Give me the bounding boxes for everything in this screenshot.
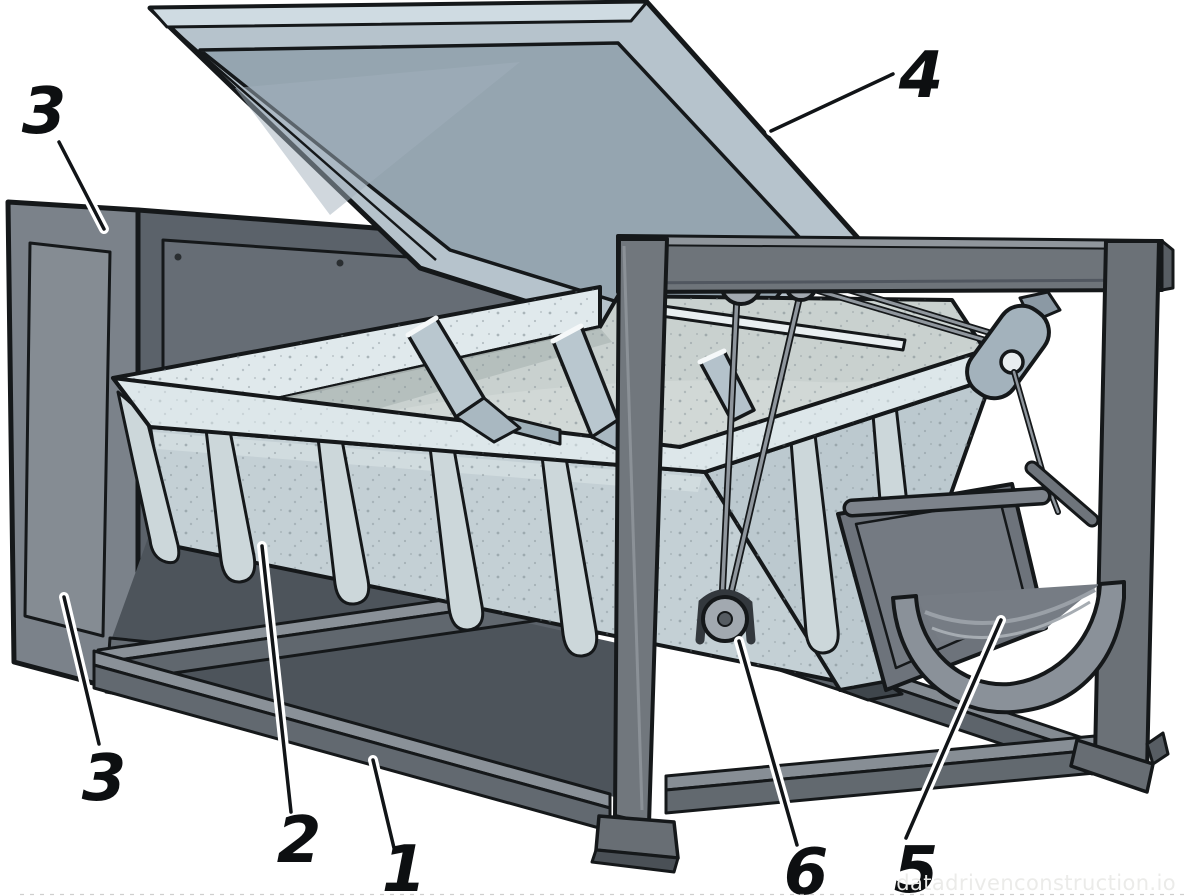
rib bbox=[428, 445, 485, 632]
leader-3-upper bbox=[54, 137, 109, 234]
leader-1 bbox=[368, 755, 399, 853]
chute-top-rod bbox=[842, 486, 1052, 518]
baffle-edge-highlight bbox=[550, 323, 584, 344]
frame-right-foot-side bbox=[1145, 731, 1170, 766]
leader-5 bbox=[901, 615, 1006, 843]
callout-2: 2 bbox=[277, 804, 322, 878]
baffle-foot bbox=[454, 396, 522, 444]
chute-channel-interior bbox=[916, 584, 1100, 642]
rib bbox=[316, 436, 371, 606]
callout-3-lower: 3 bbox=[82, 742, 127, 816]
chute-interior-streak bbox=[931, 600, 1091, 640]
frame-right-foot bbox=[1069, 738, 1155, 794]
chute-channel-rim bbox=[891, 580, 1126, 715]
rib bbox=[540, 454, 599, 658]
rib bbox=[788, 424, 840, 655]
bracket-pin-hole bbox=[999, 349, 1025, 375]
leader-6 bbox=[734, 636, 802, 850]
ground-shadow bbox=[104, 538, 652, 798]
leader-3-lower bbox=[59, 592, 104, 749]
baffle-edge-highlight bbox=[405, 315, 439, 338]
lid-edge-line bbox=[175, 31, 437, 261]
cable-left-vertical bbox=[718, 292, 741, 604]
frame-left-foot-base bbox=[590, 848, 680, 874]
leader-4 bbox=[766, 69, 898, 136]
lower-pulley-block bbox=[695, 589, 756, 645]
callout-6: 6 bbox=[784, 836, 829, 896]
support-frame bbox=[590, 234, 1175, 874]
baffle-edge-highlight bbox=[697, 348, 727, 365]
cabinet-side-panel bbox=[23, 241, 112, 638]
callout-4: 4 bbox=[898, 39, 944, 113]
frame-left-post-highlight bbox=[622, 245, 644, 811]
cable-to-bracket-lower bbox=[808, 285, 992, 345]
pivot-bracket bbox=[965, 290, 1062, 401]
callout-1: 1 bbox=[382, 833, 427, 896]
callout-5: 5 bbox=[894, 834, 939, 896]
release-lever bbox=[1024, 460, 1100, 528]
screw-hole-icon bbox=[336, 259, 344, 267]
frame-bar-shadow-line bbox=[619, 278, 1161, 285]
rib bbox=[204, 427, 257, 584]
rib bbox=[116, 390, 181, 565]
screw-hole-icon bbox=[174, 253, 182, 261]
stiffening-ribs bbox=[116, 390, 914, 658]
callout-numbers: 3 3 2 1 4 6 5 bbox=[22, 39, 944, 896]
callout-3-upper: 3 bbox=[22, 75, 67, 149]
leader-2 bbox=[257, 541, 296, 817]
frame-right-post bbox=[1093, 239, 1161, 774]
frame-top-bar-endcap bbox=[1160, 239, 1175, 292]
callout-leaders bbox=[54, 69, 1006, 853]
cable-diagonal bbox=[724, 291, 804, 610]
lid-sheen bbox=[235, 62, 520, 215]
pulley-hub bbox=[717, 611, 733, 627]
lid-top-edge bbox=[148, 0, 649, 29]
watermark-text: datadrivenconstruction.io bbox=[896, 871, 1176, 895]
